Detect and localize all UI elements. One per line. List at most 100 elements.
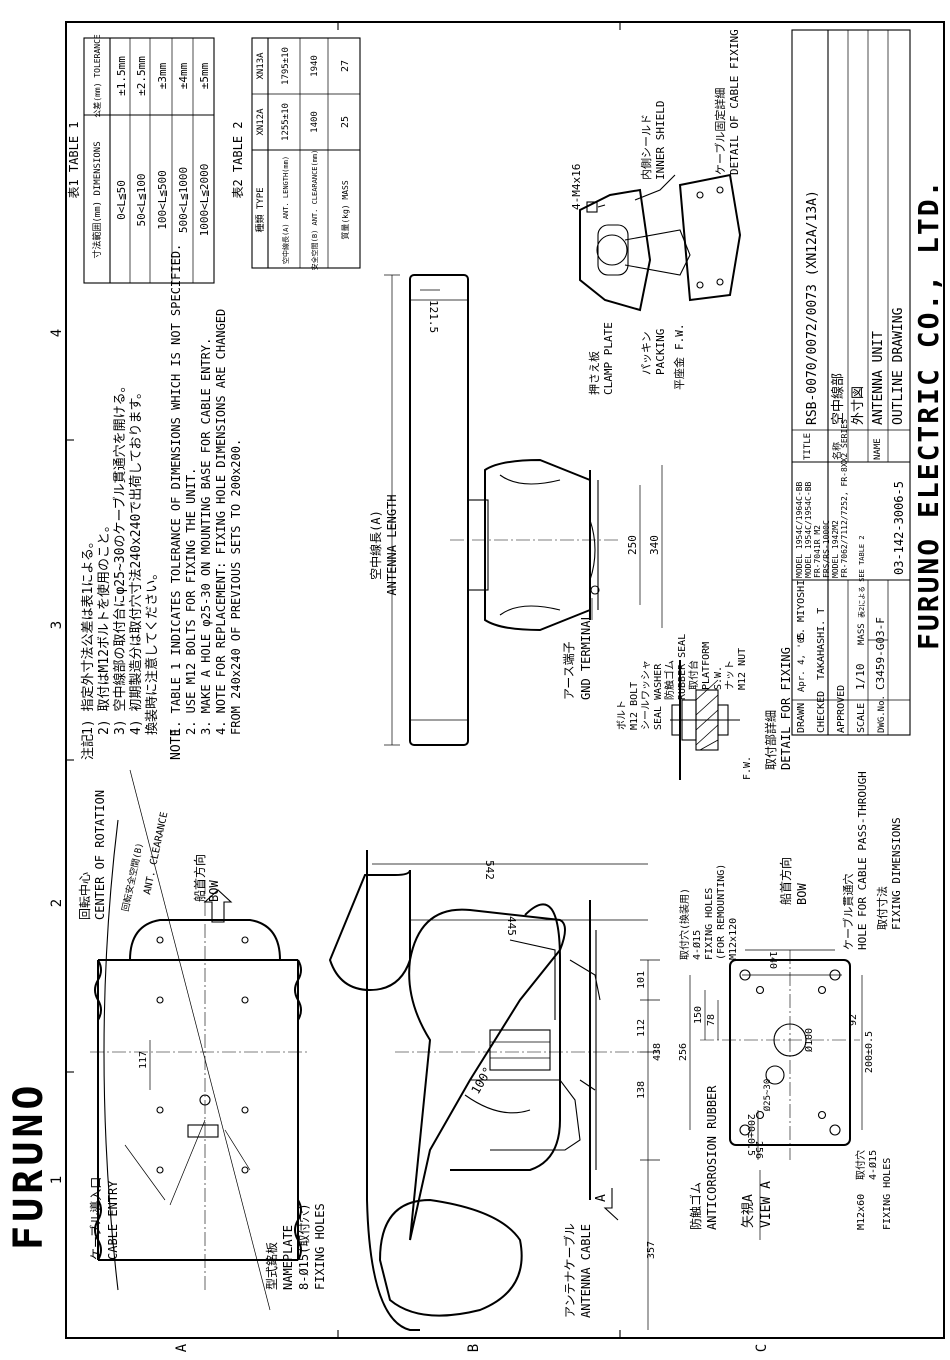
label-ant-length-en: ANTENNA LENGTH	[385, 494, 399, 595]
tb-drawn-by: E. MIYOSHI	[796, 580, 807, 640]
dim-140: 140	[767, 951, 778, 969]
tb-title-value: RSB-0070/0072/0073 (XN12A/13A)	[805, 190, 820, 425]
front-view-labels: 空中線長(A) ANTENNA LENGTH 121.5 250 340 アース…	[368, 300, 661, 700]
label-seal-jp: シールワッシャ	[641, 660, 652, 730]
tb-approved-label: APPROVED	[836, 685, 847, 733]
table1-row-4-tol: ±4mm	[177, 62, 190, 89]
tb-mass-value: 表2による SEE TABLE 2	[857, 535, 866, 618]
label-nameplate-en: NAMEPLATE	[281, 1225, 295, 1290]
label-fix-rem-jp: 取付穴(換装用)	[678, 888, 691, 960]
table1-header-tolerance: 公差(mm) TOLERANCE	[92, 34, 102, 118]
label-cable-fix-jp: ケーブル固定詳細	[713, 88, 727, 175]
dim-101: 101	[636, 971, 647, 989]
label-fix4-dim: 4-Ø15	[867, 1150, 879, 1180]
label-bow2-en: BOW	[795, 883, 809, 905]
label-fix-rem-en1: FIXING HOLES	[704, 888, 715, 960]
dim-445: 445	[505, 916, 518, 936]
label-screws: 4-M4x16	[570, 164, 583, 210]
dim-256a: 256	[678, 1043, 689, 1061]
table1-row-3-tol: ±3mm	[156, 62, 169, 89]
note-en-4: 4. NOTE FOR REPLACEMENT: FIXING HOLE DIM…	[214, 309, 228, 735]
label-clamp-en: CLAMP PLATE	[602, 322, 615, 395]
table1-row-1-tol: ±1.5mm	[115, 56, 128, 96]
label-platform-en: PLATFORM	[701, 642, 712, 690]
note-jp-3: 3) 空中線部の取付台にφ25~30のケーブル貫通穴を開ける。	[112, 379, 128, 735]
tb-model-5: MODEL 1942M2	[831, 520, 840, 578]
grid-column-markers: 1 2 3 4	[49, 329, 65, 1184]
note-jp-1: 1) 指定外寸法公差は表1による。	[81, 535, 96, 735]
label-fix-dims-en: FIXING DIMENSIONS	[890, 817, 903, 930]
tb-model-6: FR-7062/7112/7252, FR-8XX2 SERIES	[840, 419, 849, 578]
cable-fixing-detail	[579, 173, 742, 312]
label-nut-en: M12 NUT	[737, 648, 748, 690]
title-block	[791, 29, 911, 736]
table2-row-2-label: 安全空間(B) ANT. CLEARANCE(mm)	[310, 150, 319, 271]
title-block-text: TITLE RSB-0070/0072/0073 (XN12A/13A) 名称 …	[795, 190, 906, 733]
label-nameplate-jp: 型式銘板	[264, 1242, 279, 1290]
label-ant-cable-jp: アンテナケーブル	[562, 1223, 577, 1318]
label-cable-entry-en: CABLE ENTRY	[106, 1180, 120, 1260]
tb-mass-label: MASS	[857, 623, 867, 645]
label-seal-en: SEAL WASHER	[653, 663, 664, 730]
dim-92: 92	[848, 1014, 859, 1026]
label-bow-jp: 船首方向	[192, 854, 207, 902]
table1-row-5-range: 1000<L≦2000	[198, 164, 211, 237]
tb-scale-label: SCALE	[856, 703, 867, 733]
label-bolt-jp: ボルト	[616, 700, 628, 730]
tb-title-label: TITLE	[803, 433, 813, 460]
label-ant-length-jp: 空中線長(A)	[368, 510, 383, 580]
label-rubber-jp: 防触ゴム	[663, 660, 676, 700]
table1-title: 表1 TABLE 1	[67, 121, 81, 198]
table1-row-2-tol: ±2.5mm	[135, 56, 148, 96]
label-cable-fix-en: DETAIL OF CABLE FIXING	[728, 29, 741, 175]
label-view-a-jp: 矢視A	[741, 1194, 756, 1228]
label-fix-dims-jp: 取付寸法	[875, 886, 889, 930]
tb-drawn-date: Apr. 4, '05	[797, 632, 807, 692]
table1-row-3-range: 100<L≦500	[156, 170, 169, 230]
tb-model-1: MODEL 1954C/1964C-BB	[795, 481, 804, 578]
fixing-dimensions-view	[689, 949, 863, 1240]
label-gnd-en: GND TERMINAL	[579, 613, 593, 700]
label-fix-rem-bolt: M12x120	[728, 918, 739, 960]
tb-checked-label: CHECKED	[816, 691, 827, 733]
label-inner-shield-jp: 内側シールド	[639, 114, 653, 180]
label-cable-hole-jp: ケーブル貫通穴	[841, 874, 855, 950]
tb-checked-by: TAKAHASHI. T	[816, 608, 827, 680]
tb-name-label: NAME	[873, 438, 883, 460]
label-center-rotation-jp: 回転中心	[77, 872, 92, 920]
dim-138: 138	[636, 1081, 647, 1099]
label-ant-cable-en: ANTENNA CABLE	[579, 1224, 593, 1318]
table2-title: 表2 TABLE 2	[231, 121, 245, 198]
dim-phi100: Ø100	[803, 1028, 815, 1052]
dim-78: 78	[706, 1014, 717, 1026]
mount-detail-labels: ボルト M12 BOLT シールワッシャ SEAL WASHER 防触ゴム RU…	[616, 634, 793, 780]
tb-model-4: FRS/RS-1000C	[822, 520, 831, 578]
front-view	[384, 274, 663, 746]
label-bow-en: BOW	[207, 880, 221, 902]
tb-name-jp-2: 外寸図	[851, 386, 866, 425]
label-sw: S.W.	[713, 666, 724, 690]
dim-200b: 200±0.5	[745, 1114, 756, 1156]
note-jp-2: 2) 取付はM12ボルトを使用のこと。	[96, 519, 112, 735]
view-a-marker: A	[594, 1194, 609, 1202]
label-fix4-jp: 取付穴	[854, 1150, 867, 1180]
dim-357: 357	[646, 1241, 657, 1259]
label-anticorr-en: ANTICORROSION RUBBER	[705, 1085, 719, 1230]
label-fw-en: F.W.	[673, 324, 686, 351]
note-en-1: 1. TABLE 1 INDICATES TOLERANCE OF DIMENS…	[169, 244, 183, 735]
table1-header-dimensions: 寸法範囲(mm) DIMENSIONS	[91, 141, 103, 258]
label-anticorr-jp: 防触ゴム	[688, 1182, 703, 1230]
tb-model-2: MODEL 1954C/1954C-BB	[804, 481, 813, 578]
label-gnd-jp: アース端子	[562, 641, 576, 700]
grid-col-4: 4	[49, 329, 65, 337]
label-fix4-en: FIXING HOLES	[882, 1158, 893, 1230]
tb-dwg-no: C3459-G03-F	[874, 617, 887, 690]
label-packing-en: PACKING	[654, 329, 667, 375]
label-inner-shield-en: INNER SHIELD	[654, 101, 667, 180]
table2-row-1-label: 空中線長(A) ANT. LENGTH(mm)	[281, 156, 290, 264]
table2-row-1-xn13a: 1795±10	[281, 47, 291, 85]
table1-row-5-tol: ±5mm	[198, 62, 211, 89]
furuno-logo: FURUNO	[6, 1082, 52, 1251]
table2-row-2-xn12a: 1400	[310, 111, 320, 133]
